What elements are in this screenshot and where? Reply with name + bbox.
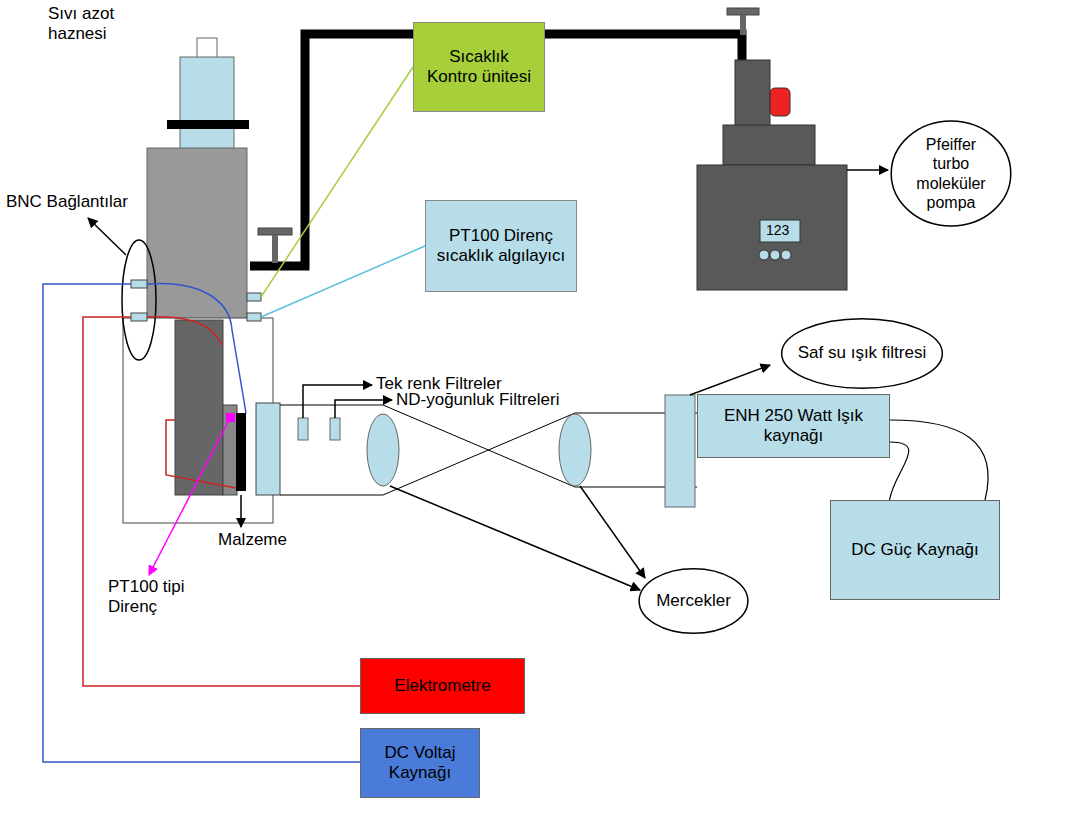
- node-text: Mercekler: [656, 591, 731, 611]
- bnc-connector: [131, 280, 147, 288]
- light-beam: [383, 413, 575, 495]
- sample-holder: [223, 405, 237, 495]
- power-supply-box: DC Güç Kaynağı: [830, 500, 1000, 600]
- lamp-box: ENH 250 Watt Işık kaynağı: [697, 394, 890, 458]
- leader-line: [240, 495, 242, 527]
- pump-button: [781, 250, 791, 260]
- nitrogen-reservoir: [180, 57, 234, 149]
- nd-filter: [330, 418, 340, 440]
- node-text: DC Güç Kaynağı: [851, 540, 979, 560]
- light-beam: [383, 405, 575, 487]
- sample: [236, 413, 246, 491]
- leader-line: [149, 420, 229, 575]
- valve-handle: [258, 228, 292, 235]
- cold-finger: [175, 320, 223, 495]
- nitrogen-inlet: [197, 38, 217, 58]
- leader-line: [390, 486, 640, 590]
- leader-line: [847, 169, 888, 171]
- pump-head: [723, 125, 815, 165]
- wire: [261, 67, 413, 297]
- node-text: DC Voltaj Kaynağı: [369, 743, 471, 784]
- leader-line: [690, 365, 770, 395]
- pump-indicator: [770, 88, 790, 116]
- wire: [43, 284, 360, 762]
- node-text: Saf su ışık filtresi: [798, 343, 926, 363]
- power-wire: [890, 420, 988, 500]
- vacuum-hose: [250, 34, 742, 266]
- label: BNC Bağlantılar: [6, 192, 128, 212]
- wire: [261, 246, 425, 317]
- label: Malzeme: [218, 530, 287, 550]
- node-text: Elektrometre: [394, 676, 490, 696]
- flange: [167, 120, 249, 129]
- display-text: 123: [766, 222, 789, 239]
- label: Sıvı azot haznesi: [48, 4, 128, 45]
- lens: [559, 414, 591, 486]
- valve-stem: [740, 15, 746, 35]
- power-wire: [890, 442, 909, 500]
- leader-line: [88, 218, 126, 255]
- monochromatic-filter: [298, 418, 308, 440]
- sensor-box: PT100 Direnç sıcaklık algılayıcı: [425, 200, 577, 292]
- valve-stem: [272, 235, 278, 263]
- pump-neck: [735, 60, 770, 126]
- pump-controller: [697, 165, 847, 290]
- node-text: ENH 250 Watt Işık kaynağı: [706, 406, 881, 447]
- wire: [147, 283, 246, 413]
- lens: [367, 414, 399, 486]
- pump-button: [770, 250, 780, 260]
- pump-display: [760, 220, 800, 242]
- optical-window: [256, 403, 280, 495]
- sample-chamber: [123, 318, 273, 523]
- bnc-group-outline: [122, 240, 156, 360]
- callout-ellipse: Pfeiffer turbo moleküler pompa: [890, 120, 1012, 227]
- water-filter: [665, 395, 695, 507]
- node-text: Sıcaklık Kontro ünitesi: [422, 47, 536, 88]
- controller-box: Sıcaklık Kontro ünitesi: [413, 22, 545, 112]
- light-beam: [280, 405, 383, 406]
- valve-handle: [727, 8, 759, 15]
- label: PT100 tipi Direnç: [108, 577, 208, 618]
- wire: [147, 317, 236, 488]
- node-text: Pfeiffer turbo moleküler pompa: [906, 135, 996, 212]
- ellipse-outline: [890, 120, 1012, 227]
- leader-line: [335, 400, 392, 418]
- pt100-resistor: [226, 413, 235, 422]
- cryostat-body: [147, 148, 247, 320]
- instrument-box: Elektrometre: [360, 658, 525, 714]
- wire: [83, 317, 360, 686]
- leader-line: [580, 486, 645, 578]
- connector: [247, 313, 261, 321]
- pump-button: [759, 250, 769, 260]
- label: ND-yoğunluk Filtreleri: [396, 390, 559, 410]
- instrument-box: DC Voltaj Kaynağı: [360, 728, 480, 798]
- bnc-connector: [131, 313, 147, 321]
- leader-line: [303, 385, 372, 418]
- connector: [247, 293, 261, 301]
- light-beam: [280, 495, 383, 496]
- callout-ellipse: Saf su ışık filtresi: [780, 318, 944, 389]
- node-text: PT100 Direnç sıcaklık algılayıcı: [434, 226, 568, 267]
- callout-ellipse: Mercekler: [638, 568, 749, 634]
